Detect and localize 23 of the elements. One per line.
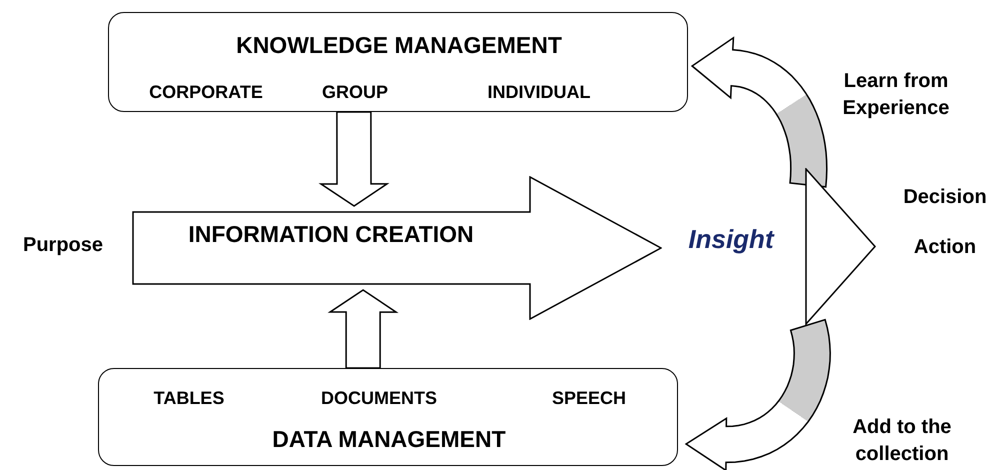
node-subtitle: CORPORATE (149, 82, 263, 102)
side-label: Purpose (22, 234, 104, 256)
node-subtitle: SPEECH (552, 388, 626, 408)
triangle-shape (805, 168, 877, 325)
node-title: DATA MANAGEMENT (272, 426, 506, 452)
node-caption: Action (914, 236, 976, 258)
node-title: KNOWLEDGE MANAGEMENT (236, 32, 562, 58)
edge-label: Add to the collection (852, 416, 952, 465)
node-subtitle: INDIVIDUAL (488, 82, 590, 102)
insight-label: Insight (688, 224, 774, 254)
node-caption: Decision (903, 186, 987, 208)
block-arrow-shape (132, 176, 662, 320)
process-box (108, 12, 688, 112)
node-subtitle: GROUP (322, 82, 388, 102)
block-arrow (318, 111, 390, 207)
edge-label: Learn from Experience (842, 70, 950, 119)
curved-block-arrow (690, 36, 828, 188)
node-subtitle: DOCUMENTS (321, 388, 437, 408)
block-arrow (328, 289, 399, 369)
process-box (98, 368, 678, 466)
node-subtitle: TABLES (154, 388, 224, 408)
node-title: INFORMATION CREATION (188, 221, 474, 247)
curved-block-arrow (684, 318, 831, 470)
